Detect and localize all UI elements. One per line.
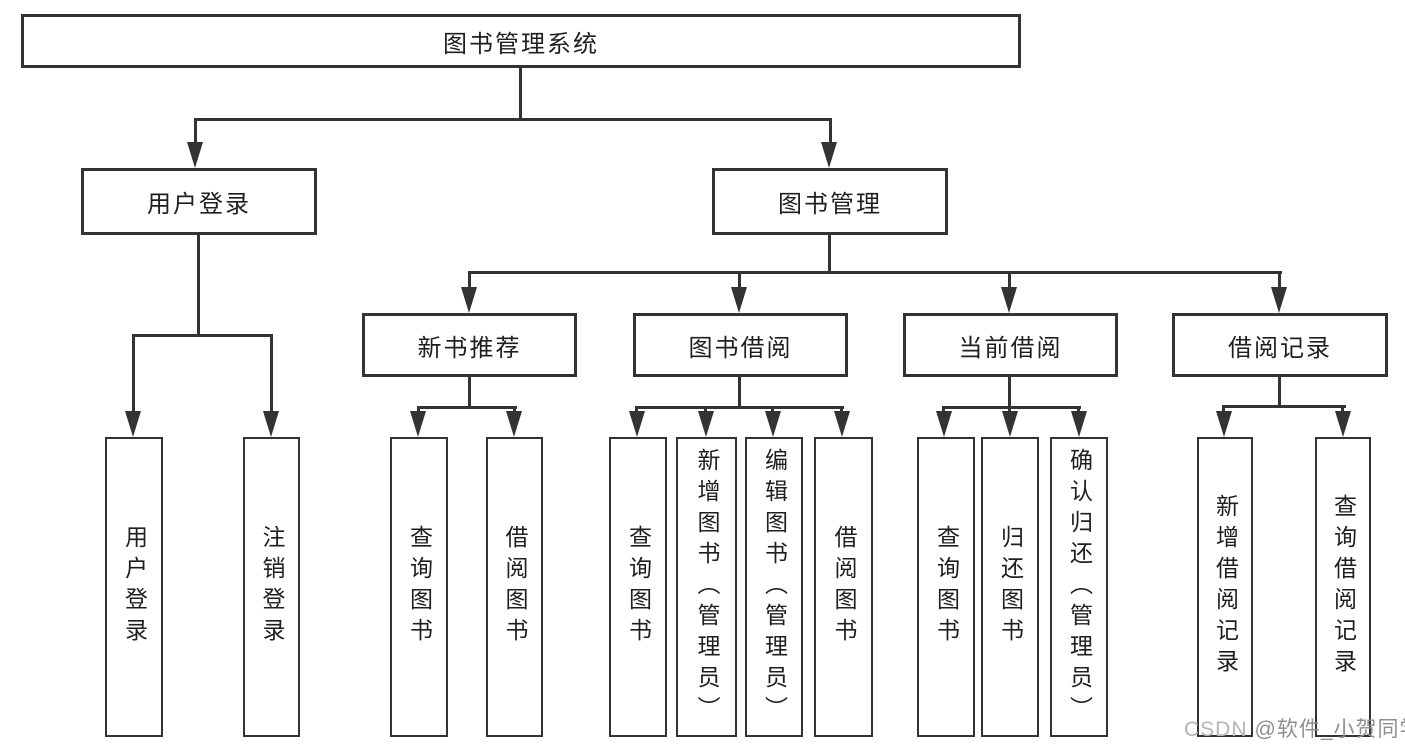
node-current-borrow: 当前借阅 (903, 313, 1118, 377)
node-root: 图书管理系统 (21, 14, 1021, 68)
connector-line (197, 235, 200, 335)
arrowhead-icon (1271, 287, 1287, 313)
connector-line (132, 334, 273, 337)
leaf-query-borrow-record-label: 查询借阅记录 (1330, 494, 1357, 680)
connector-line (635, 406, 638, 414)
connector-line (194, 118, 197, 146)
leaf-add-book-admin: 新增图书（管理员） (676, 437, 737, 737)
connector-line (417, 406, 517, 409)
leaf-query-books-current-label: 查询图书 (933, 525, 960, 649)
arrowhead-icon (731, 287, 747, 313)
connector-line (270, 334, 273, 414)
connector-line (468, 377, 471, 408)
leaf-query-books-current: 查询图书 (917, 437, 975, 737)
arrowhead-icon (187, 142, 203, 168)
arrowhead-icon (125, 411, 141, 437)
connector-line (738, 271, 741, 289)
leaf-query-books-borrow: 查询图书 (609, 437, 667, 737)
connector-line (704, 406, 707, 414)
connector-line (1278, 377, 1281, 407)
connector-line (1222, 405, 1346, 408)
leaf-logout-label: 注销登录 (259, 525, 285, 649)
leaf-query-books-recommend-label: 查询图书 (406, 525, 433, 649)
connector-line (1008, 406, 1011, 414)
arrowhead-icon (461, 287, 477, 313)
connector-line (194, 118, 832, 121)
connector-line (943, 406, 1081, 409)
leaf-borrow-books-recommend: 借阅图书 (486, 437, 543, 737)
connector-line (468, 271, 1282, 274)
node-root-label: 图书管理系统 (443, 30, 599, 58)
node-new-book-recommend-label: 新书推荐 (417, 334, 522, 362)
node-user-login-label: 用户登录 (147, 191, 251, 218)
connector-line (840, 406, 843, 414)
watermark-handle: @软件_小贺同学 (1254, 718, 1405, 741)
connector-line (1278, 271, 1281, 289)
leaf-confirm-return-admin-label: 确认归还（管理员） (1066, 447, 1093, 727)
connector-line (519, 68, 522, 119)
arrowhead-icon (1216, 411, 1232, 437)
connector-line (1077, 406, 1080, 414)
leaf-query-books-recommend: 查询图书 (390, 437, 448, 737)
arrowhead-icon (834, 411, 850, 437)
node-book-management: 图书管理 (712, 168, 948, 235)
leaf-logout: 注销登录 (243, 437, 300, 737)
connector-line (771, 406, 774, 414)
arrowhead-icon (410, 411, 426, 437)
leaf-user-login: 用户登录 (105, 437, 163, 737)
connector-line (1222, 405, 1225, 414)
connector-line (513, 406, 516, 414)
connector-line (1008, 271, 1011, 289)
connector-line (1341, 405, 1344, 414)
connector-line (829, 118, 832, 146)
node-book-borrow-label: 图书借阅 (688, 334, 793, 362)
watermark-brand: CSDN (1184, 718, 1248, 741)
node-borrow-records: 借阅记录 (1172, 313, 1388, 377)
connector-line (738, 377, 741, 408)
node-new-book-recommend: 新书推荐 (362, 313, 577, 377)
connector-line (417, 406, 420, 414)
node-book-borrow: 图书借阅 (633, 313, 848, 377)
leaf-query-borrow-record: 查询借阅记录 (1315, 437, 1371, 737)
connector-line (942, 406, 945, 414)
arrowhead-icon (629, 411, 645, 437)
leaf-add-book-admin-label: 新增图书（管理员） (694, 447, 720, 727)
arrowhead-icon (1002, 411, 1018, 437)
node-user-login: 用户登录 (81, 168, 317, 235)
node-book-management-label: 图书管理 (778, 191, 882, 218)
arrowhead-icon (506, 411, 522, 437)
arrowhead-icon (1001, 287, 1017, 313)
leaf-add-borrow-record-label: 新增借阅记录 (1212, 494, 1239, 680)
leaf-borrow-books-label: 借阅图书 (831, 525, 857, 649)
leaf-edit-book-admin: 编辑图书（管理员） (745, 437, 803, 737)
leaf-borrow-books-recommend-label: 借阅图书 (502, 525, 528, 649)
arrowhead-icon (698, 411, 714, 437)
leaf-edit-book-admin-label: 编辑图书（管理员） (761, 447, 788, 727)
arrowhead-icon (821, 142, 837, 168)
leaf-borrow-books: 借阅图书 (814, 437, 873, 737)
connector-line (1008, 377, 1011, 408)
connector-line (636, 406, 844, 409)
arrowhead-icon (936, 411, 952, 437)
node-current-borrow-label: 当前借阅 (958, 334, 1063, 362)
leaf-return-book: 归还图书 (981, 437, 1039, 737)
node-borrow-records-label: 借阅记录 (1228, 334, 1332, 362)
connector-line (828, 235, 831, 274)
leaf-return-book-label: 归还图书 (997, 525, 1024, 649)
watermark: CSDN @软件_小贺同学 (1184, 713, 1405, 743)
arrowhead-icon (1335, 411, 1351, 437)
leaf-confirm-return-admin: 确认归还（管理员） (1050, 437, 1108, 737)
leaf-query-books-borrow-label: 查询图书 (625, 525, 652, 649)
connector-line (132, 334, 135, 414)
arrowhead-icon (1071, 411, 1087, 437)
connector-line (468, 271, 471, 289)
arrowhead-icon (765, 411, 781, 437)
leaf-add-borrow-record: 新增借阅记录 (1197, 437, 1253, 737)
arrowhead-icon (263, 411, 279, 437)
leaf-user-login-label: 用户登录 (121, 525, 148, 649)
